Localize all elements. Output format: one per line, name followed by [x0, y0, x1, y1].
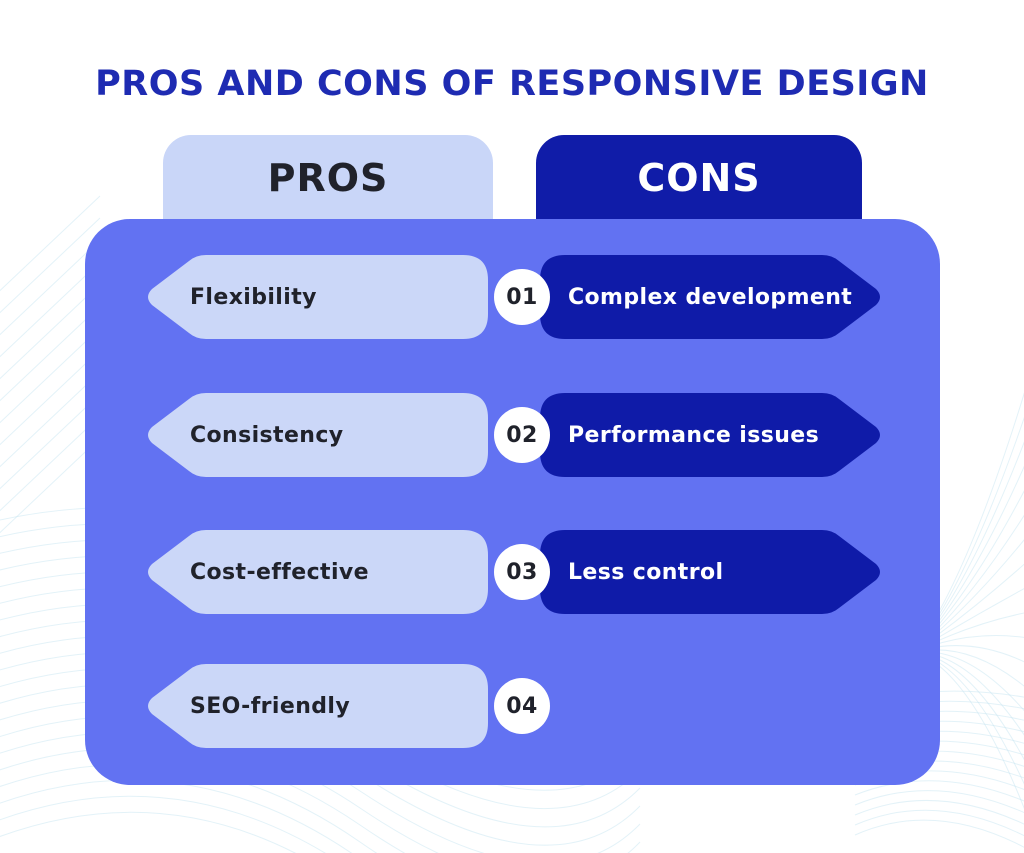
con-label: Performance issues: [568, 422, 820, 448]
number-badge-label: 03: [506, 559, 538, 585]
left-arrow-pill-shape: [148, 393, 488, 477]
pro-label: Flexibility: [190, 284, 317, 310]
pro-label: Cost-effective: [190, 559, 369, 585]
pro-label: Consistency: [190, 422, 344, 448]
pro-pill-consistency: Consistency: [137, 391, 490, 479]
number-badge-2: 02: [494, 407, 550, 463]
con-pill-less-control: Less control: [538, 528, 886, 616]
pro-pill-seo-friendly: SEO-friendly: [137, 662, 490, 750]
number-badge-label: 04: [506, 693, 538, 719]
right-arrow-pill-shape: [540, 393, 880, 477]
pro-pill-cost-effective: Cost-effective: [137, 528, 490, 616]
number-badge-label: 01: [506, 284, 538, 310]
tab-pros: PROS: [163, 135, 493, 227]
tab-cons-label: CONS: [637, 156, 761, 200]
comparison-row-4: SEO-friendly 04: [85, 662, 940, 750]
con-label: Less control: [568, 559, 724, 585]
con-pill-complex-development: Complex development: [538, 253, 886, 341]
tab-cons: CONS: [536, 135, 862, 227]
con-label: Complex development: [568, 284, 853, 310]
page-title: PROS AND CONS OF RESPONSIVE DESIGN: [95, 64, 929, 104]
left-arrow-pill-shape: [148, 530, 488, 614]
right-arrow-pill-shape: [540, 530, 880, 614]
con-pill-performance-issues: Performance issues: [538, 391, 886, 479]
number-badge-1: 01: [494, 269, 550, 325]
number-badge-label: 02: [506, 422, 538, 448]
left-arrow-pill-shape: [148, 664, 488, 748]
left-arrow-pill-shape: [148, 255, 488, 339]
comparison-row-1: Flexibility 01 Complex development: [85, 253, 940, 341]
pro-pill-flexibility: Flexibility: [137, 253, 490, 341]
number-badge-4: 04: [494, 678, 550, 734]
tab-pros-label: PROS: [267, 156, 389, 200]
main-panel: Flexibility 01 Complex development Consi…: [85, 219, 940, 785]
comparison-row-2: Consistency 02 Performance issues: [85, 391, 940, 479]
pro-label: SEO-friendly: [190, 693, 351, 719]
right-arrow-pill-shape: [540, 255, 880, 339]
number-badge-3: 03: [494, 544, 550, 600]
comparison-row-3: Cost-effective 03 Less control: [85, 528, 940, 616]
